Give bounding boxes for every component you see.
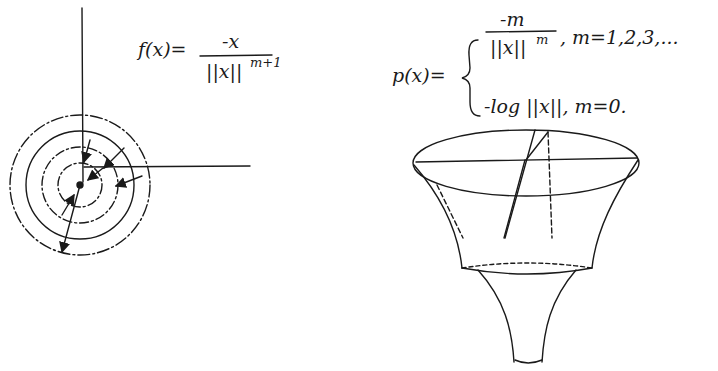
numerator: -x <box>222 32 239 51</box>
numerator: -m <box>500 10 524 29</box>
condition: , m=1,2,3,... <box>560 28 679 47</box>
denominator: ||x|| <box>206 62 242 81</box>
formula-label: f(x)= <box>138 40 187 59</box>
exponent: m <box>536 33 548 46</box>
denominator: ||x|| <box>490 38 526 57</box>
exponent: m+1 <box>250 56 282 69</box>
condition: -log ||x||, m=0. <box>484 97 627 116</box>
formula-label: p(x)= <box>392 66 446 85</box>
